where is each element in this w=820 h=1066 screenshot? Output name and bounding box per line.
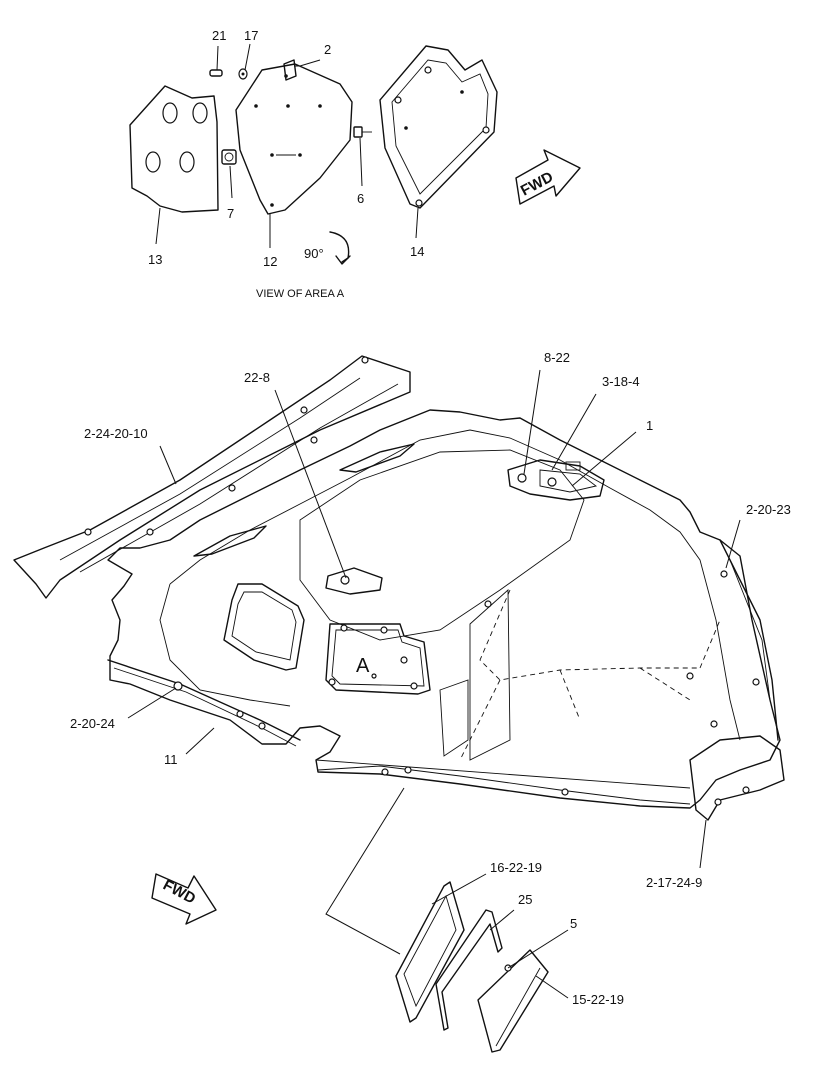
callout-22-8: 22-8	[244, 370, 270, 385]
rotation-90-label: 90°	[304, 246, 324, 261]
callout-8-22: 8-22	[544, 350, 570, 365]
callout-15-22-19: 15-22-19	[572, 992, 624, 1007]
callout-labels: 21 17 2 7 6 13 12 14 22-8 8-22 3-18-4 1 …	[70, 28, 791, 1007]
callout-2-17-24-9: 2-17-24-9	[646, 875, 702, 890]
fwd-arrow-lower: FWD	[151, 873, 217, 925]
callout-2-20-24: 2-20-24	[70, 716, 115, 731]
callout-16-22-19: 16-22-19	[490, 860, 542, 875]
part-25-seal	[435, 909, 503, 1031]
callout-12: 12	[263, 254, 277, 269]
callout-25: 25	[518, 892, 532, 907]
part-12-plate	[235, 63, 353, 215]
fwd-arrow-upper: FWD	[515, 149, 581, 205]
callout-1: 1	[646, 418, 653, 433]
callout-17: 17	[244, 28, 258, 43]
callout-11: 11	[164, 752, 178, 767]
rotation-90-symbol: 90°	[304, 231, 351, 265]
hardware-2	[283, 59, 297, 81]
callout-2: 2	[324, 42, 331, 57]
leader-lines	[127, 43, 741, 999]
side-rail	[13, 355, 411, 599]
headliner-assembly: A	[13, 355, 785, 821]
hardware-17	[238, 68, 248, 80]
area-a-panel: A	[325, 623, 431, 695]
callout-6: 6	[357, 191, 364, 206]
callout-2-24-20-10: 2-24-20-10	[84, 426, 148, 441]
area-a-marker: A	[356, 655, 370, 677]
part-16-22-19-frame	[395, 881, 465, 1023]
headliner-body	[107, 409, 785, 821]
callout-14: 14	[410, 244, 424, 259]
detail-view-area-a: FWD 90° VIEW OF AREA A	[129, 45, 581, 300]
callout-2-20-23: 2-20-23	[746, 502, 791, 517]
callout-13: 13	[148, 252, 162, 267]
callout-3-18-4: 3-18-4	[602, 374, 640, 389]
window-parts	[325, 787, 549, 1053]
fwd-arrow-lower-label: FWD	[160, 877, 198, 908]
callout-21: 21	[212, 28, 226, 43]
hardware-7	[221, 149, 237, 165]
hardware-21	[209, 69, 223, 77]
part-13-panel	[129, 85, 219, 213]
view-caption: VIEW OF AREA A	[256, 288, 345, 300]
hardware-6	[353, 126, 372, 138]
callout-5: 5	[570, 916, 577, 931]
callout-7: 7	[227, 206, 234, 221]
part-14-frame	[379, 45, 498, 209]
